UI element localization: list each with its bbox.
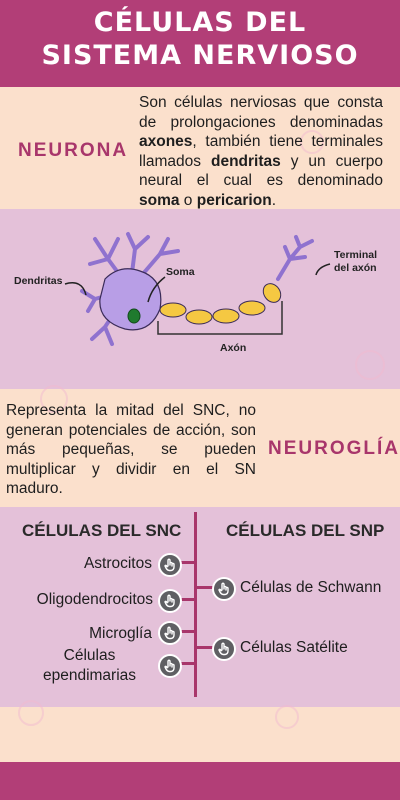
- snp-item-schwann: Células de Schwann: [240, 579, 382, 596]
- title-line-2: SISTEMA NERVIOSO: [41, 40, 359, 71]
- snc-column-title: CÉLULAS DEL SNC: [22, 521, 182, 540]
- neuroglia-section: [0, 389, 400, 507]
- dendritas-arrow: [64, 282, 87, 296]
- footer-banner: [0, 762, 400, 800]
- nucleus: [127, 308, 141, 324]
- page-title: CÉLULAS DEL SISTEMA NERVIOSO: [0, 6, 400, 72]
- soma-label: Soma: [166, 266, 195, 278]
- neurona-heading: NEURONA: [18, 140, 129, 161]
- axon-segments: [159, 283, 282, 325]
- hand-pointer-icon: [158, 589, 182, 613]
- bubble-decoration: [275, 705, 299, 729]
- dendrite-branch: [80, 232, 180, 346]
- snp-item-satelite: Células Satélite: [240, 639, 348, 656]
- axon-label: Axón: [220, 342, 247, 354]
- neuron-diagram-section: [0, 209, 400, 389]
- neurona-section: [0, 87, 400, 209]
- bold-term: dendritas: [210, 152, 281, 170]
- dendritas-label: Dendritas: [14, 275, 63, 287]
- snc-connector: [180, 561, 195, 564]
- bubble-decoration: [355, 350, 385, 380]
- header-banner: [0, 0, 400, 87]
- terminal-arrow: [315, 263, 331, 276]
- bold-term: axones: [139, 133, 193, 151]
- snp-connector: [196, 646, 216, 649]
- hand-pointer-icon: [158, 621, 182, 645]
- snc-connector: [180, 630, 195, 633]
- title-line-1: CÉLULAS DEL: [93, 7, 307, 38]
- snc-item-microglia: Microglía: [89, 625, 152, 642]
- hand-pointer-icon: [212, 577, 236, 601]
- bubble-decoration: [40, 385, 68, 413]
- bubble-decoration: [300, 130, 324, 154]
- neuron-diagram: [64, 232, 331, 346]
- terminal-label: Terminal del axón: [334, 249, 377, 274]
- hand-pointer-icon: [158, 654, 182, 678]
- spacer-section: [0, 707, 400, 762]
- neuroglia-description: Representa la mitad del SNC, no generan …: [6, 402, 256, 498]
- neuroglia-heading: NEUROGLÍA: [268, 438, 400, 459]
- hand-pointer-icon: [158, 553, 182, 577]
- snp-connector: [196, 586, 216, 589]
- hand-pointer-icon: [212, 637, 236, 661]
- snc-item-oligodendrocitos: Oligodendrocitos: [36, 591, 153, 608]
- neurona-description: Son células nerviosas que consta de prol…: [139, 94, 383, 209]
- snc-connector: [180, 598, 195, 601]
- snc-connector: [180, 662, 195, 665]
- center-divider: [194, 512, 197, 697]
- snc-item-astrocitos: Astrocitos: [83, 555, 152, 572]
- cell-types-section: [0, 507, 400, 707]
- axon-terminal: [276, 235, 314, 281]
- snc-item-ependimarias: Células ependimarias: [42, 647, 137, 684]
- soma-arrow: [147, 276, 166, 303]
- bubble-decoration: [18, 700, 44, 726]
- snp-column-title: CÉLULAS DEL SNP: [226, 521, 385, 540]
- bold-term: pericarion: [196, 191, 272, 209]
- axon-bracket: [157, 301, 283, 335]
- bold-term: soma: [139, 191, 180, 209]
